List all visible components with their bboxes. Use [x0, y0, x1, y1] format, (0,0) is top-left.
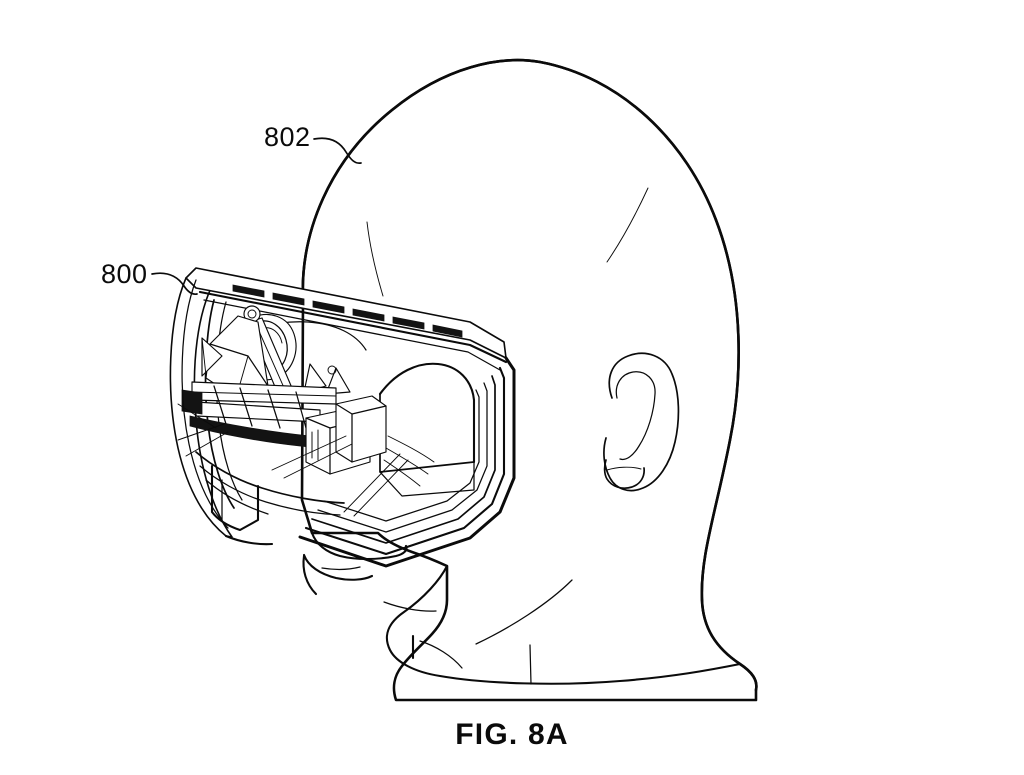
hatch-line-d [353, 459, 409, 517]
cranium-contour [301, 58, 740, 602]
vent-slot-4 [352, 308, 385, 322]
ear-lobe-crease [606, 466, 642, 471]
pivot-boss-upper-inner [247, 309, 257, 319]
facial-interface-edge [195, 451, 345, 504]
vent-slot-5 [392, 316, 425, 330]
visor-inner-edge [181, 279, 229, 529]
optical-module-block-2 [335, 395, 387, 463]
facial-interface-edge-3 [205, 479, 269, 515]
hatch-line-c [343, 453, 401, 513]
vent-slot-1 [232, 284, 265, 298]
hatch-line-b [283, 443, 353, 479]
leader-lines-group [151, 137, 362, 296]
leader-line-802 [313, 137, 362, 164]
figure-caption: FIG. 8A [455, 718, 569, 751]
facial-interface-edge-2 [199, 465, 341, 516]
ear-lobe [603, 459, 645, 489]
interior-side-wall-inner [215, 301, 243, 501]
strut-3 [267, 389, 281, 429]
triangular-fin-left-edge [201, 337, 207, 377]
head-mounted-display-group [169, 267, 516, 568]
housing-top-rail [185, 267, 507, 359]
strut-1 [213, 385, 227, 425]
interior-back-wall-hatch-3 [383, 459, 421, 487]
housing-rim-layer-2 [304, 366, 506, 556]
interior-back-wall-hatch-1 [387, 435, 435, 463]
cheek-crease [383, 601, 437, 612]
mount-hatch-3 [185, 431, 229, 457]
triangular-fin-left [201, 337, 223, 377]
reference-numeral-800: 800 [101, 259, 148, 289]
leader-line-800 [151, 272, 198, 296]
vent-slot-3 [312, 300, 345, 314]
reference-numeral-802: 802 [264, 122, 311, 152]
head-outline [300, 58, 758, 702]
temple-crease-left [366, 221, 384, 297]
occipital-contour [606, 187, 649, 263]
ear-antihelix [615, 371, 656, 461]
cheek-sweep [475, 579, 573, 645]
nose-tip-crease [321, 566, 361, 570]
interior-back-wall [378, 362, 476, 464]
housing-top-rail-hairline [203, 299, 501, 371]
visor-lower-closure [224, 534, 274, 546]
dark-block-left [181, 389, 203, 415]
nostril-underline [302, 553, 374, 581]
jaw-contour [385, 564, 742, 685]
strut-4 [295, 391, 307, 429]
fin-pin-hole [327, 365, 337, 375]
interior-back-wall-hatch-2 [385, 447, 429, 475]
housing-rim-layer-5 [323, 389, 480, 522]
nose-bridge-cutout [210, 464, 260, 532]
head-group [300, 58, 758, 702]
internal-optical-assembly [177, 305, 409, 517]
interior-back-wall-lower [379, 461, 475, 497]
housing-top-rail-inner-line [198, 290, 508, 364]
mouth-line [419, 640, 463, 669]
jaw-hinge-tick [529, 644, 532, 685]
housing-outer-rim [298, 356, 516, 568]
housing-rim-layer-3 [311, 375, 496, 544]
top-rail-vent-slots [232, 284, 463, 338]
upper-lip-line [302, 554, 318, 596]
hatch-line-a [271, 435, 347, 471]
mount-hatch-2 [177, 423, 225, 441]
ear-group [603, 352, 680, 492]
ear-helix-outline [603, 352, 680, 492]
strut-2 [239, 387, 253, 427]
mount-hatch-1 [177, 403, 217, 429]
vent-slot-6 [432, 324, 463, 338]
vent-slot-2 [272, 292, 305, 306]
housing-rim-layer-4 [317, 382, 488, 533]
